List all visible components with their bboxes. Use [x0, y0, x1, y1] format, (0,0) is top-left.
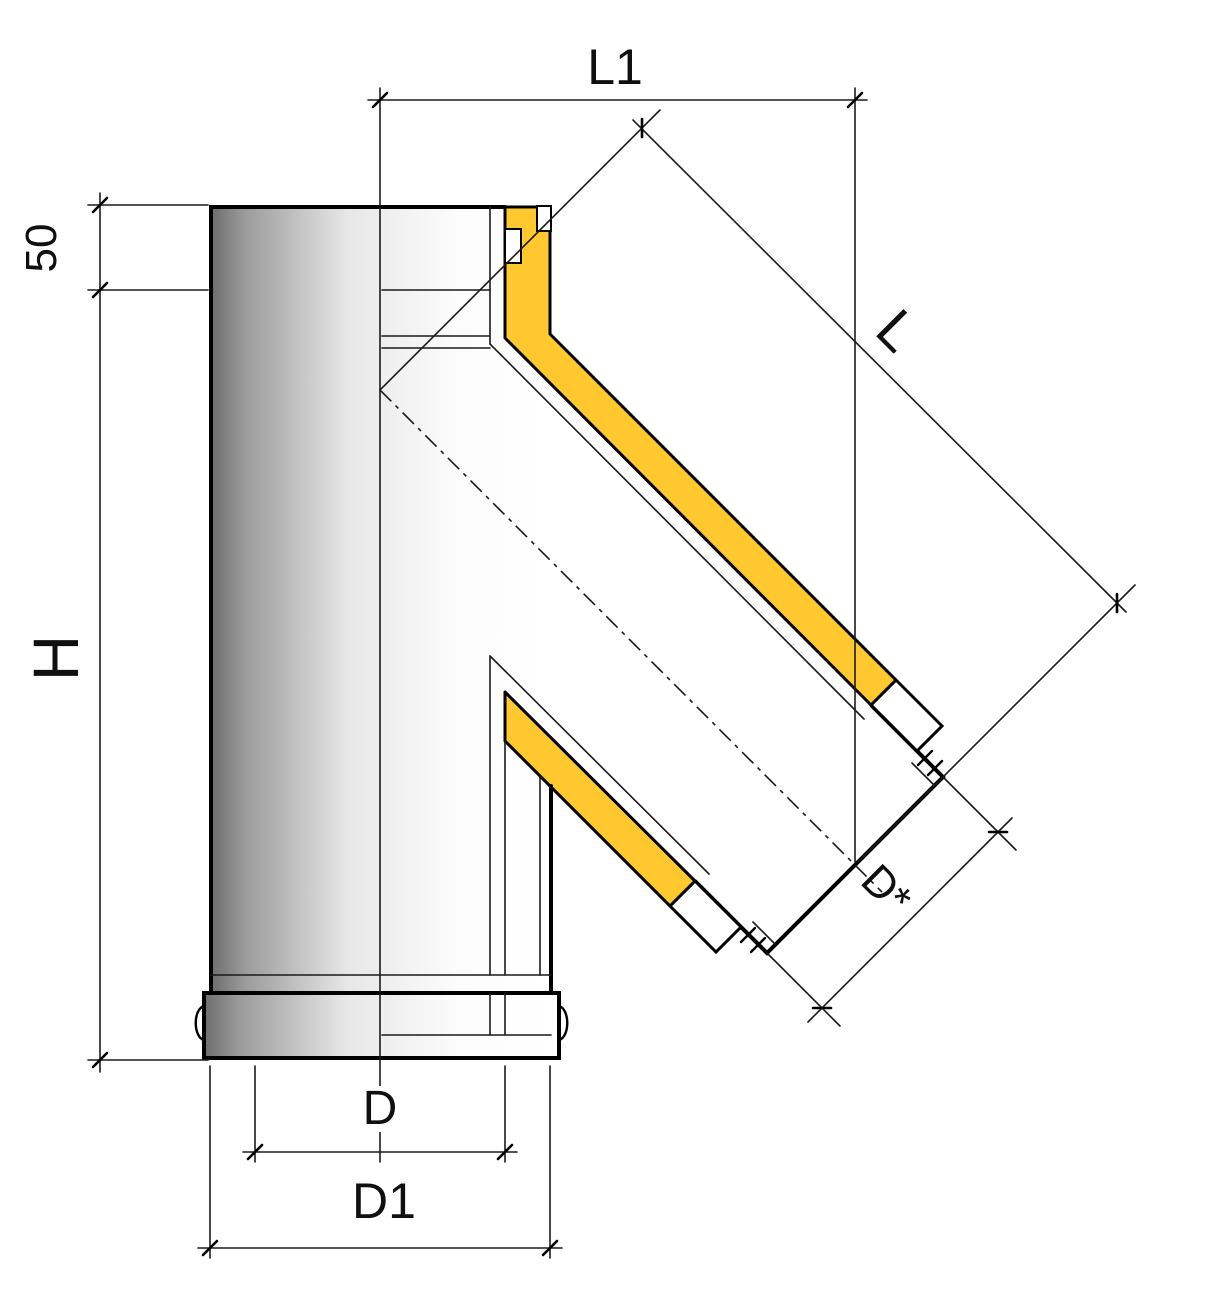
dim-label-l: L	[864, 297, 931, 364]
spigot-bead-mark	[749, 936, 767, 954]
dim-label-l1: L1	[587, 39, 643, 95]
dim-label-d: D	[363, 1082, 398, 1135]
dim-d1-group: D1	[197, 1065, 563, 1259]
bottom-socket-rim	[202, 991, 561, 1060]
inner-pipe-bead-notch	[504, 228, 522, 264]
dim-d-group: D	[242, 1065, 518, 1163]
dim-label-h: H	[20, 635, 92, 681]
dim-height-group: 50 H	[17, 192, 209, 1073]
insulation-upper-band	[503, 205, 898, 707]
dim-line-dstar	[807, 817, 1013, 1023]
spigot-bead-mark	[926, 759, 944, 777]
dim-label-dstar: D*	[852, 855, 921, 924]
spigot-bead-mark	[739, 926, 757, 944]
casing-lip-notch	[536, 205, 552, 232]
insulation-lower-band	[503, 690, 697, 908]
spigot-bead-mark	[916, 749, 934, 767]
branch-spigot	[667, 677, 946, 956]
construction-lines	[210, 206, 944, 1036]
dim-l1-group: L1	[367, 39, 868, 1163]
dim-label-d1: D1	[352, 1173, 416, 1229]
vertical-pipe-body	[194, 207, 569, 1060]
insulation-sections	[503, 205, 898, 908]
pipe-outlines	[209, 205, 553, 995]
pipe-shading	[211, 207, 551, 993]
branch-inner-wall-lower	[489, 655, 710, 875]
pipe-left-top-outline	[209, 205, 507, 995]
rim-bead-right	[557, 1004, 569, 1042]
dim-label-50: 50	[17, 224, 66, 273]
branch-inner-wall-upper	[489, 343, 865, 720]
rim-bead-left	[194, 1004, 206, 1042]
branch-centerline	[379, 389, 883, 893]
dim-line-l	[632, 119, 1127, 613]
label-backing	[355, 1086, 405, 1132]
